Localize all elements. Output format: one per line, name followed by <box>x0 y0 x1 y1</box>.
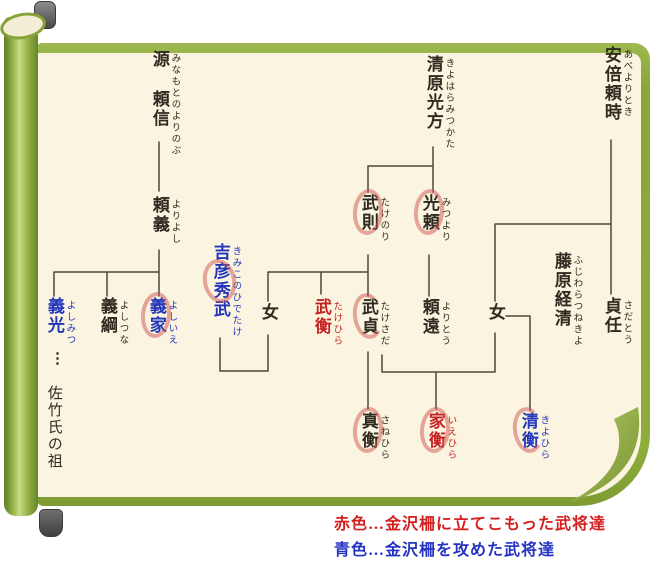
person-yoritoo: 頼遠 よりとう <box>419 298 450 347</box>
legend-red-note: 赤色…金沢柵に立てこもった武将達 <box>334 516 607 533</box>
person-kiyohira: 清衡 きよひら <box>518 412 549 461</box>
satake-ancestor-note: 佐竹氏の祖 <box>45 385 62 470</box>
person-yoriyoshi: 頼義 よりよし <box>149 196 180 245</box>
person-woman-takenori-daughter: 女 <box>258 303 278 322</box>
person-yoshiie: 義家 よしいえ <box>146 297 177 346</box>
person-takesada: 武貞 たけさだ <box>358 298 389 347</box>
person-yoshitsuna: 義綱 よしつな <box>97 297 128 346</box>
legend-blue-note: 青色…金沢柵を攻めた武将達 <box>334 542 556 559</box>
person-fujiwara-tsunekiyo: 藤原経清 ふじわらつねきよ <box>551 252 582 347</box>
person-kimiko-hidetake: 吉彦秀武 きみこのひでたけ <box>210 243 241 338</box>
person-woman-abe-daughter: 女 <box>485 303 505 322</box>
scroll-rod <box>4 17 38 516</box>
satake-descent-dots: ⋮ <box>50 351 65 367</box>
person-takehira: 武衡 たけひら <box>311 298 342 347</box>
person-mitsuyori: 光頼 みつより <box>419 194 450 243</box>
person-iehira: 家衡 いえひら <box>425 412 456 461</box>
person-yoshimitsu: 義光 よしみつ <box>44 297 75 346</box>
person-abe-yoritoki: 安倍頼時 あべよりとき <box>601 46 632 122</box>
person-takenori: 武則 たけのり <box>358 194 389 243</box>
scroll-paper <box>36 53 641 497</box>
person-sanehira: 真衡 さねひら <box>358 412 389 461</box>
person-minamoto-yorinobu: 源 頼信 みなもとのよりのぶ <box>149 50 180 157</box>
person-kiyohara-mitsukata: 清原光方 きよはらみつかた <box>423 55 454 150</box>
scroll-rod-bottom-knob <box>39 509 63 537</box>
person-sadatou: 貞任 さだとう <box>601 297 632 346</box>
